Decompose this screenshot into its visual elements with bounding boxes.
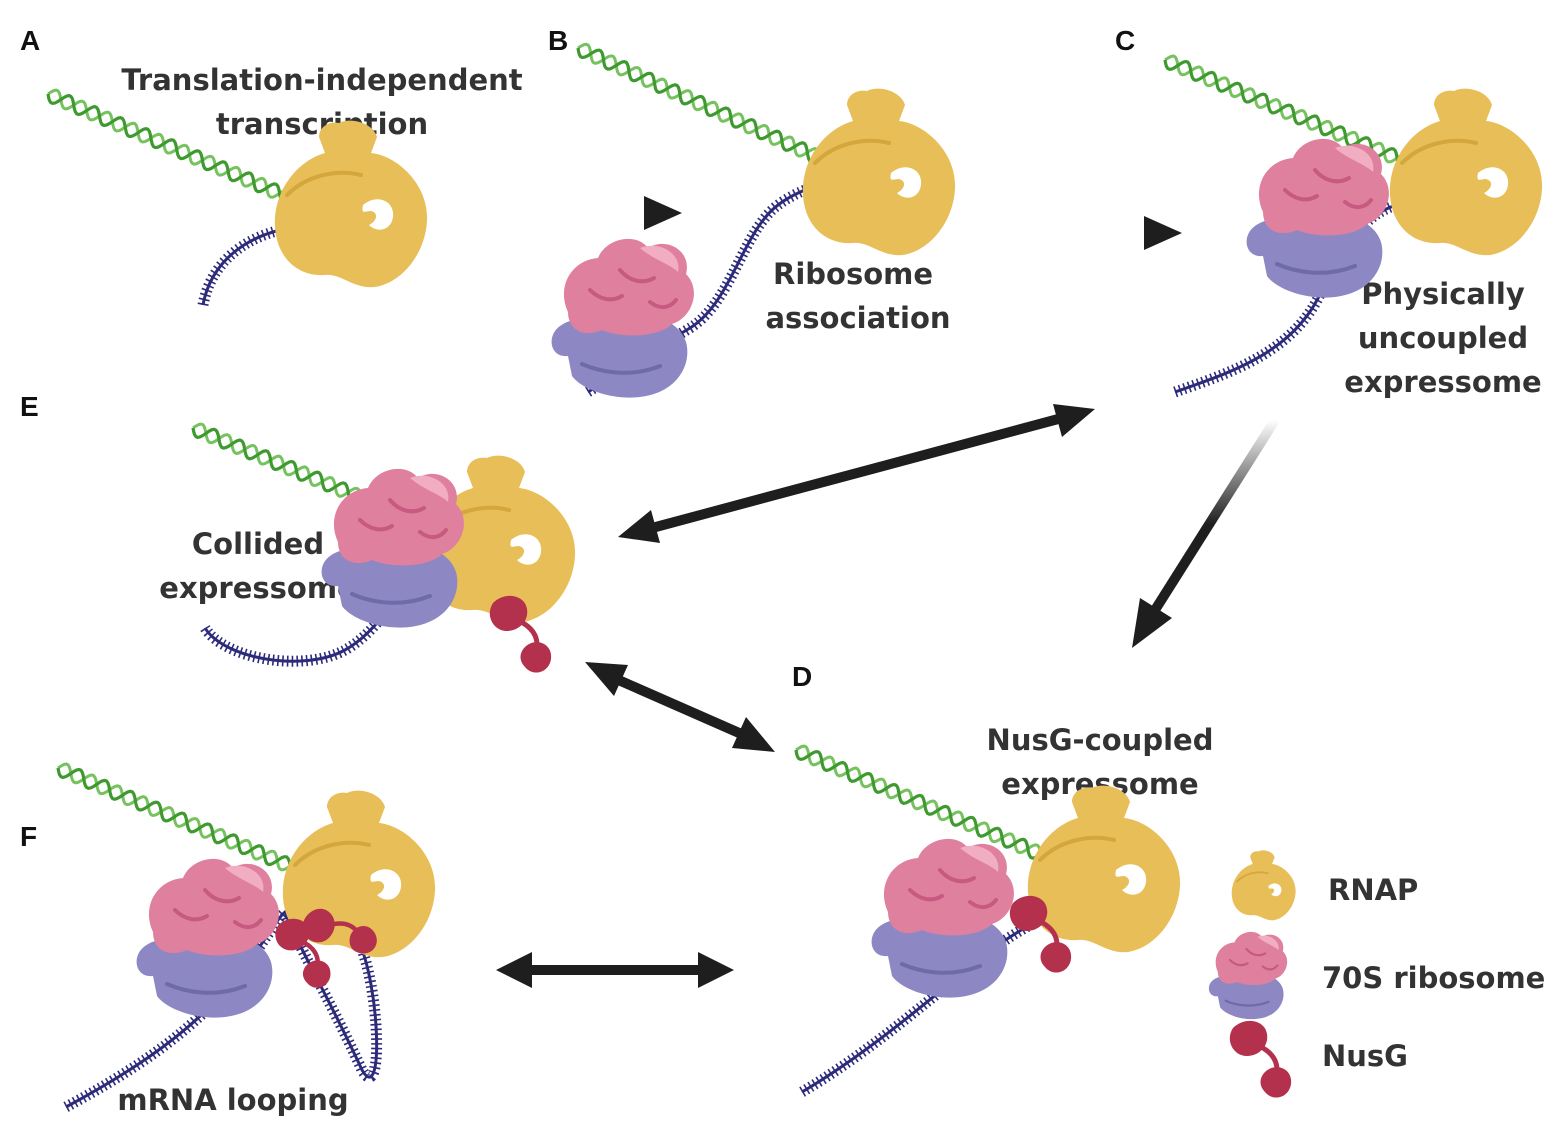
panel-letter-d: D [792, 661, 812, 692]
panel-letter-e: E [20, 391, 39, 422]
ribosome-icon [134, 856, 281, 1020]
arrow-a-to-b [452, 196, 682, 230]
panel-letter-a: A [20, 25, 40, 56]
ribosome-icon [549, 236, 696, 400]
arrow-b-to-c [958, 216, 1182, 250]
arrow-f-d-bidirectional [496, 952, 734, 988]
caption-c-line2: uncoupled [1358, 321, 1528, 355]
legend-ribosome-icon [1207, 930, 1289, 1021]
arrow-c-to-d [1132, 417, 1280, 648]
rnap-icon [272, 118, 430, 290]
legend-rnap-icon [1230, 849, 1297, 922]
caption-c-line1: Physically [1361, 277, 1525, 311]
rnap-icon [800, 86, 958, 258]
caption-b-line1: Ribosome [773, 257, 933, 291]
caption-c-line3: expressome [1344, 365, 1541, 399]
arrow-e-d-bidirectional [585, 662, 775, 752]
legend-nusg-icon [1230, 1021, 1291, 1098]
caption-a-line1: Translation-independent [121, 63, 522, 97]
caption-e-line1: Collided [192, 527, 324, 561]
ribosome-icon [869, 836, 1016, 1000]
caption-d-line1: NusG-coupled [987, 723, 1214, 757]
legend-label-rnap: RNAP [1328, 873, 1418, 907]
panel-letter-c: C [1115, 25, 1135, 56]
legend-label-nusg: NusG [1322, 1039, 1408, 1073]
caption-b-line2: association [765, 301, 950, 335]
ribosome-icon [319, 466, 466, 630]
legend: RNAP 70S ribosome NusG [1207, 849, 1545, 1098]
arrow-c-e-bidirectional [618, 404, 1095, 543]
ribosome-icon [1244, 136, 1391, 300]
panel-letter-b: B [548, 25, 568, 56]
legend-label-ribosome: 70S ribosome [1322, 961, 1545, 995]
rnap-icon [1387, 86, 1545, 258]
panel-letter-f: F [20, 821, 37, 852]
caption-f: mRNA looping [117, 1083, 348, 1117]
